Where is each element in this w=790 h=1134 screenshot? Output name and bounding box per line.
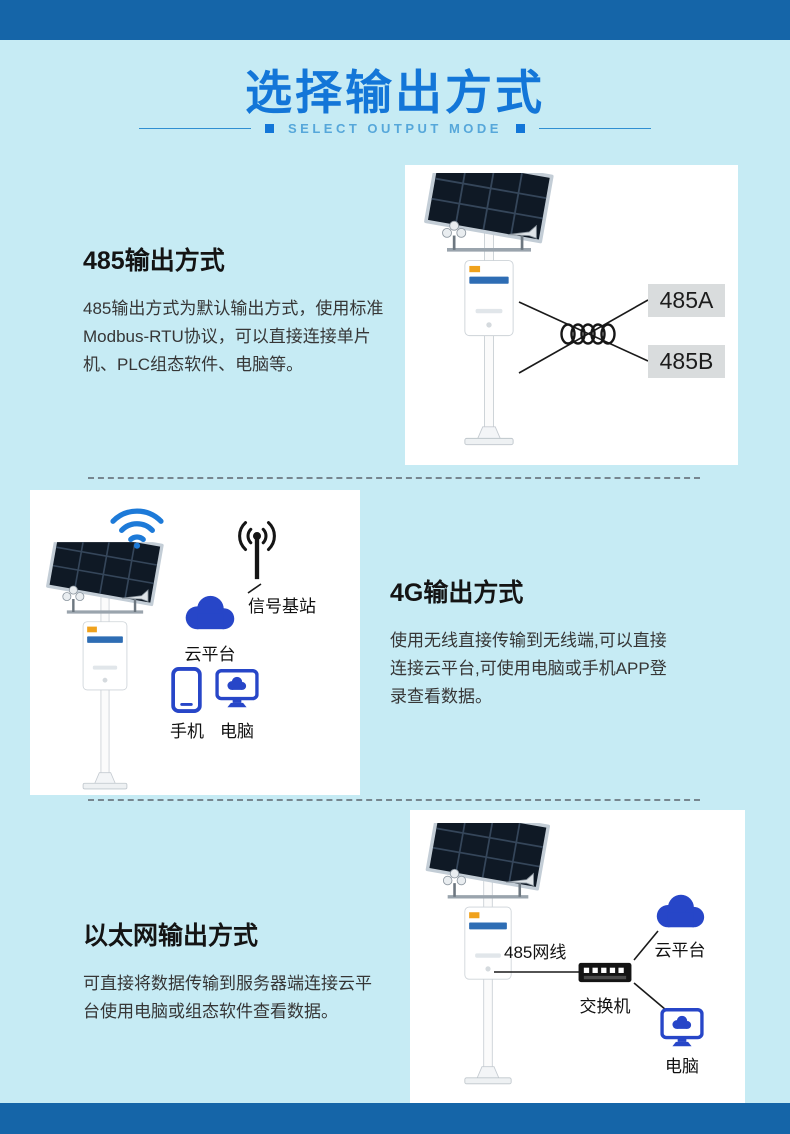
page-title: 选择输出方式 xyxy=(245,66,545,119)
bottom-banner xyxy=(0,1103,790,1134)
cloud-icon xyxy=(650,892,710,931)
label-phone: 手机 xyxy=(170,722,204,741)
section-ethernet-heading: 以太网输出方式 xyxy=(83,922,259,950)
section-485-text: 485输出方式 485输出方式为默认输出方式，使用标准Modbus-RTU协议，… xyxy=(83,241,395,379)
section-4g-text: 4G输出方式 使用无线直接传输到无线端,可以直接连接云平台,可使用电脑或手机AP… xyxy=(390,573,682,711)
section-ethernet-card: 485网线 交换机 云平台 电脑 xyxy=(410,810,745,1110)
label-switch: 交换机 xyxy=(579,997,631,1016)
ethernet-wiring-lines xyxy=(494,930,667,1011)
label-cloud-platform: 云平台 xyxy=(184,645,236,664)
section-4g-heading: 4G输出方式 xyxy=(390,579,524,607)
phone-icon xyxy=(171,667,202,713)
section-4g-card: 信号基站 云平台 手机 电脑 xyxy=(30,490,360,795)
decor-line-right xyxy=(538,128,651,129)
label-cloud-platform: 云平台 xyxy=(654,941,706,960)
decor-line-left xyxy=(139,128,252,129)
decor-dot-right xyxy=(515,124,525,133)
label-485-cable: 485网线 xyxy=(504,943,567,962)
top-banner xyxy=(0,0,790,40)
label-computer: 电脑 xyxy=(220,722,254,741)
subtitle-row: SELECT OUTPUT MODE xyxy=(0,121,790,136)
pointer-line xyxy=(247,583,262,594)
label-base-station: 信号基站 xyxy=(248,597,316,616)
section-ethernet-text: 以太网输出方式 可直接将数据传输到服务器端连接云平台使用电脑或组态软件查看数据。 xyxy=(83,916,383,1026)
label-485b: 485B xyxy=(648,345,725,378)
section-4g-body: 使用无线直接传输到无线端,可以直接连接云平台,可使用电脑或手机APP登录查看数据… xyxy=(390,631,667,706)
label-computer: 电脑 xyxy=(665,1057,699,1076)
section-485-heading: 485输出方式 xyxy=(83,247,225,275)
decor-dot-left xyxy=(265,124,275,133)
section-485-body: 485输出方式为默认输出方式，使用标准Modbus-RTU协议，可以直接连接单片… xyxy=(83,299,384,374)
monitor-cloud-icon xyxy=(660,1008,704,1048)
cloud-icon xyxy=(179,593,240,633)
label-485a: 485A xyxy=(648,284,725,317)
network-switch-icon xyxy=(578,960,632,985)
section-ethernet-body: 可直接将数据传输到服务器端连接云平台使用电脑或组态软件查看数据。 xyxy=(83,974,372,1021)
dashed-divider-1 xyxy=(88,477,700,479)
coil-icon xyxy=(559,322,617,346)
page-subtitle: SELECT OUTPUT MODE xyxy=(288,121,502,136)
dashed-divider-2 xyxy=(88,799,700,801)
section-485-card: 485A 485B xyxy=(405,165,738,465)
monitor-cloud-icon xyxy=(215,669,259,709)
